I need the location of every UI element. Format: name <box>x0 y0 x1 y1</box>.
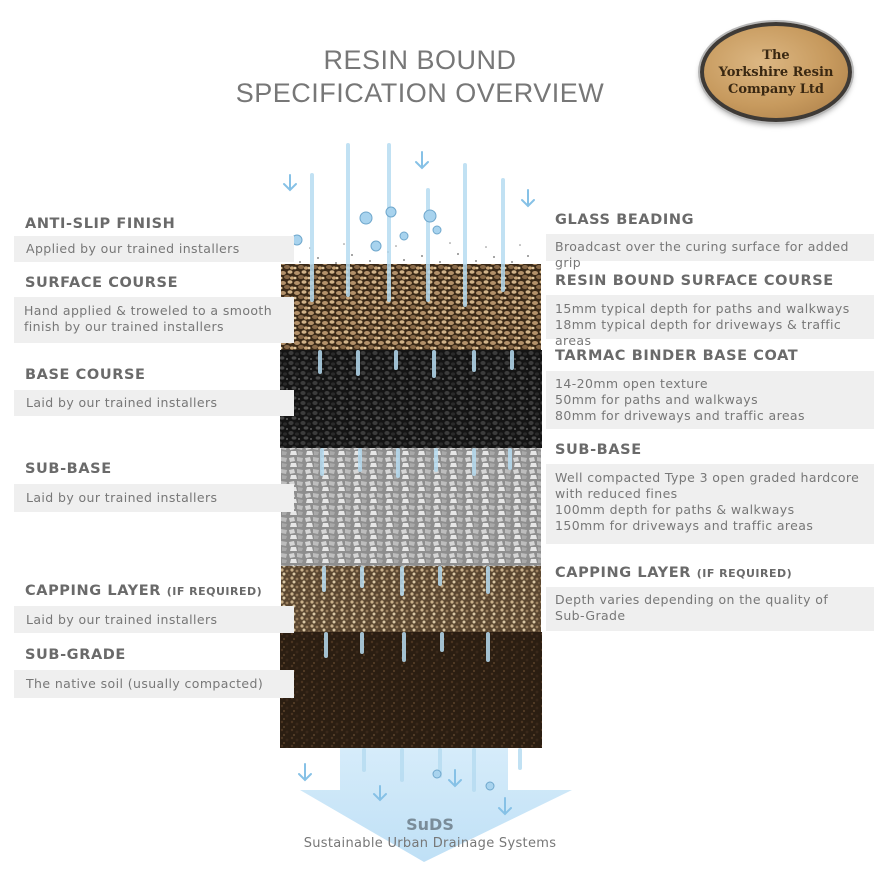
right-heading-capping-layer-note: (IF REQUIRED) <box>696 567 793 580</box>
left-body-surface-course-line-1: Hand applied & troweled to a smooth <box>24 303 273 318</box>
left-body-anti-slip-line-1: Applied by our trained installers <box>26 241 240 256</box>
sub-grade-layer <box>280 632 542 748</box>
right-heading-tarmac-binder: TARMAC BINDER BASE COAT <box>555 348 799 364</box>
water-streams <box>310 143 522 792</box>
right-body-capping-layer-line-2: Sub-Grade <box>555 608 626 623</box>
surface-course-layer <box>281 264 541 350</box>
logo-line-1: The <box>762 47 790 63</box>
glass-beading-layer <box>284 236 540 266</box>
sub-base-layer <box>281 448 541 566</box>
left-heading-sub-grade: SUB-GRADE <box>25 647 126 663</box>
page-title: RESIN BOUND SPECIFICATION OVERVIEW <box>200 44 640 110</box>
right-body-sub-base: Well compacted Type 3 open graded hardco… <box>546 464 874 544</box>
right-heading-glass-beading: GLASS BEADING <box>555 212 695 228</box>
right-heading-capping-layer: CAPPING LAYER (IF REQUIRED) <box>555 565 792 581</box>
right-heading-sub-base: SUB-BASE <box>555 442 642 458</box>
right-body-capping-layer: Depth varies depending on the quality of… <box>546 587 874 631</box>
left-body-capping-layer: Laid by our trained installers <box>14 606 294 633</box>
right-body-sub-base-line-2: with reduced fines <box>555 486 678 501</box>
right-body-resin-bound-line-2: 18mm typical depth for driveways & traff… <box>555 317 842 348</box>
left-body-surface-course: Hand applied & troweled to a smooth fini… <box>14 297 294 343</box>
title-line-1: RESIN BOUND <box>323 45 517 75</box>
right-body-glass-beading: Broadcast over the curing surface for ad… <box>546 234 874 270</box>
left-body-anti-slip: Applied by our trained installers <box>14 236 294 262</box>
company-logo: The Yorkshire Resin Company Ltd <box>700 22 852 122</box>
left-heading-capping-layer-note: (IF REQUIRED) <box>166 585 263 598</box>
left-body-base-course: Laid by our trained installers <box>14 390 294 416</box>
capping-layer <box>281 566 541 632</box>
right-heading-resin-bound: RESIN BOUND SURFACE COURSE <box>555 273 834 289</box>
right-body-tarmac-binder: 14-20mm open texture 50mm for paths and … <box>546 371 874 429</box>
left-heading-base-course: BASE COURSE <box>25 367 146 383</box>
rain-arrows <box>283 151 535 816</box>
suds-label: SuDS <box>406 815 454 834</box>
left-body-sub-grade: The native soil (usually compacted) <box>14 670 294 698</box>
right-body-sub-base-line-4: 150mm for driveways and traffic areas <box>555 518 814 533</box>
left-body-sub-base-line-1: Laid by our trained installers <box>26 490 218 505</box>
right-body-glass-beading-line-1: Broadcast over the curing surface for ad… <box>555 239 849 270</box>
right-body-capping-layer-line-1: Depth varies depending on the quality of <box>555 592 829 607</box>
right-body-resin-bound: 15mm typical depth for paths and walkway… <box>546 295 874 348</box>
right-body-sub-base-line-3: 100mm depth for paths & walkways <box>555 502 795 517</box>
right-body-sub-base-line-1: Well compacted Type 3 open graded hardco… <box>555 470 860 485</box>
left-heading-capping-layer: CAPPING LAYER (IF REQUIRED) <box>25 583 262 599</box>
left-body-sub-base: Laid by our trained installers <box>14 484 294 512</box>
left-heading-anti-slip: ANTI-SLIP FINISH <box>25 216 176 232</box>
right-heading-capping-layer-text: CAPPING LAYER <box>555 565 692 581</box>
left-body-base-course-line-1: Laid by our trained installers <box>26 395 218 410</box>
base-course-layer <box>280 350 542 448</box>
left-body-sub-grade-line-1: The native soil (usually compacted) <box>26 676 264 691</box>
left-heading-surface-course: SURFACE COURSE <box>25 275 179 291</box>
left-heading-capping-layer-text: CAPPING LAYER <box>25 583 162 599</box>
suds-subtitle: Sustainable Urban Drainage Systems <box>303 836 557 851</box>
right-body-tarmac-binder-line-3: 80mm for driveways and traffic areas <box>555 408 805 423</box>
water-drops <box>291 206 495 791</box>
left-body-capping-layer-line-1: Laid by our trained installers <box>26 612 218 627</box>
right-body-resin-bound-line-1: 15mm typical depth for paths and walkway… <box>555 301 850 316</box>
left-body-surface-course-line-2: finish by our trained installers <box>24 319 224 334</box>
logo-line-3: Company Ltd <box>727 81 825 97</box>
right-body-tarmac-binder-line-2: 50mm for paths and walkways <box>555 392 758 407</box>
title-line-2: SPECIFICATION OVERVIEW <box>235 78 605 108</box>
right-body-tarmac-binder-line-1: 14-20mm open texture <box>555 376 708 391</box>
logo-line-2: Yorkshire Resin <box>718 64 834 80</box>
left-heading-sub-base: SUB-BASE <box>25 461 112 477</box>
